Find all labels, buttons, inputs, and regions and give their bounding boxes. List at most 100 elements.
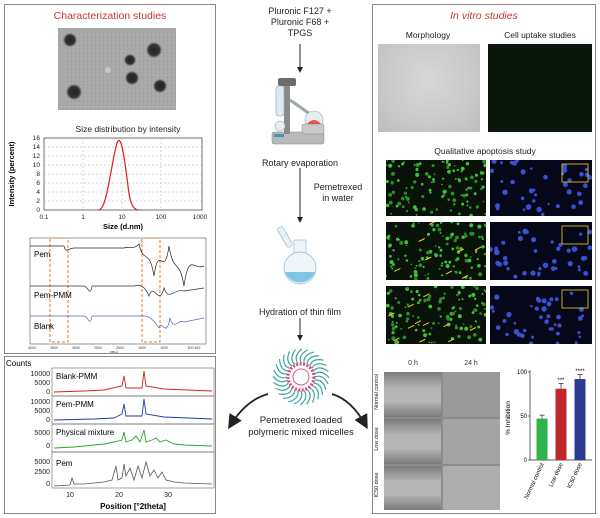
cell-dot xyxy=(442,177,445,180)
cell-dot xyxy=(431,164,435,168)
nucleus-dot xyxy=(574,341,578,344)
xrd-label-pem: Pem xyxy=(56,459,73,468)
micelle-tail xyxy=(275,385,291,391)
cell-dot xyxy=(389,255,392,258)
cell-dot xyxy=(391,326,396,331)
cell-dot xyxy=(432,180,436,183)
cell-dot xyxy=(402,335,407,340)
nucleus-dot xyxy=(587,229,592,235)
cell-dot xyxy=(469,213,473,216)
micelle-tail xyxy=(283,354,291,369)
pemetrexed-note-line: in water xyxy=(322,193,354,203)
cell-dot xyxy=(406,311,410,316)
nucleus-dot xyxy=(502,189,508,195)
bar-ylabel: % Inhibition xyxy=(505,401,512,435)
apoptosis-arrow xyxy=(423,293,430,298)
nucleus-dot xyxy=(578,200,584,205)
nucleus-dot xyxy=(584,172,590,177)
ftir-label-blank: Blank xyxy=(34,322,55,331)
cell-dot xyxy=(461,235,465,239)
cell-dot xyxy=(391,190,396,195)
cell-dot xyxy=(458,178,461,182)
nucleus-dot xyxy=(520,196,525,201)
nucleus-dot xyxy=(543,174,548,180)
nucleus-dot xyxy=(577,316,583,321)
cell-dot xyxy=(451,307,455,310)
product-label: Pemetrexed loaded polymeric mixed micell… xyxy=(226,415,376,439)
cell-dot xyxy=(471,311,475,314)
cell-dot xyxy=(422,329,426,333)
cell-dot xyxy=(395,204,399,208)
cell-dot xyxy=(427,175,431,179)
cell-dot xyxy=(424,172,429,176)
cell-dot xyxy=(456,222,460,226)
nucleus-dot xyxy=(514,160,520,163)
xrd-ytick: 10000 xyxy=(31,371,51,378)
size-ytick: 12 xyxy=(33,153,41,160)
cell-dot xyxy=(468,276,472,280)
size-ytick: 16 xyxy=(33,135,41,142)
cell-dot xyxy=(401,196,405,201)
product-line: Pemetrexed loaded xyxy=(259,415,343,426)
apoptosis-arrow xyxy=(419,338,426,343)
cell-dot xyxy=(474,173,478,177)
nucleus-dot xyxy=(550,266,556,271)
cell-dot xyxy=(418,298,422,302)
micelle-tail xyxy=(311,385,319,400)
cell-dot xyxy=(394,341,399,344)
cell-dot xyxy=(469,256,472,258)
micelle-tail xyxy=(314,371,330,379)
zoom-inset-box xyxy=(561,289,589,309)
cell-dot xyxy=(396,179,400,182)
cell-dot xyxy=(456,168,459,172)
apoptosis-arrow xyxy=(425,256,432,261)
nucleus-dot xyxy=(520,169,526,175)
cell-dot xyxy=(447,169,451,174)
cell-dot xyxy=(464,259,469,263)
cell-dot xyxy=(415,167,419,172)
cell-dot xyxy=(464,254,468,257)
cell-dot xyxy=(447,198,450,201)
nucleus-dot xyxy=(525,204,532,210)
cell-dot xyxy=(394,297,397,300)
cell-dot xyxy=(464,176,467,179)
cell-dot xyxy=(415,264,418,267)
zoom-inset-box xyxy=(561,163,589,183)
nucleus-dot xyxy=(520,333,525,338)
ingredient-line: Pluronic F127 + xyxy=(268,6,332,16)
cell-dot xyxy=(392,329,394,331)
nucleus-dot xyxy=(530,167,533,170)
cell-dot xyxy=(405,319,409,323)
cell-dot xyxy=(422,207,426,211)
cell-dot xyxy=(403,191,407,195)
cell-dot xyxy=(455,235,459,240)
cell-dot xyxy=(387,234,391,238)
cell-dot xyxy=(469,206,472,209)
cell-dot xyxy=(417,222,420,224)
cell-dot xyxy=(386,164,388,166)
cell-dot xyxy=(428,188,432,192)
cell-dot xyxy=(413,270,418,274)
size-distribution-chart: 16 14 12 10 8 6 4 2 0 0.1 1 10 100 1000 … xyxy=(7,135,208,231)
nucleus-dot xyxy=(510,179,515,185)
nucleus-dot xyxy=(502,256,508,261)
cell-dot xyxy=(438,267,441,270)
apoptosis-arrow xyxy=(469,327,477,331)
cell-dot xyxy=(429,191,432,194)
nucleus-dot xyxy=(569,291,574,295)
cell-dot xyxy=(390,265,393,268)
nucleus-dot xyxy=(540,212,545,216)
cell-dot xyxy=(473,286,476,288)
nucleus-dot xyxy=(528,188,534,194)
cell-dot xyxy=(386,291,390,295)
micelle-tail xyxy=(273,382,289,387)
cell-dot xyxy=(411,223,415,228)
nucleus-dot xyxy=(557,323,562,328)
cell-uptake-micrograph xyxy=(488,44,592,132)
cell-dot xyxy=(454,270,458,274)
cell-dot xyxy=(464,326,469,331)
cell-dot xyxy=(418,263,423,268)
cell-dot xyxy=(441,183,443,186)
nucleus-dot xyxy=(555,204,560,209)
cell-dot xyxy=(481,185,485,189)
